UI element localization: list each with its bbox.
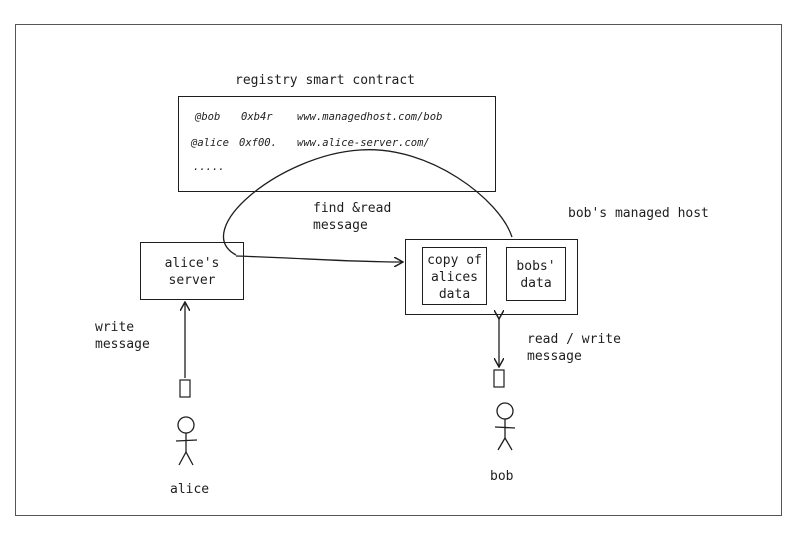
alice-action-line1: write — [95, 320, 135, 335]
bobs-data-label-line2: data — [520, 276, 552, 291]
registry-key: 0xb4r — [241, 111, 273, 123]
alice-action-line2: message — [95, 337, 150, 352]
alice-server-label-line2: server — [168, 273, 216, 288]
alice-server-box: alice's server — [140, 242, 244, 300]
copy-of-alices-data-box: copy of alices data — [422, 247, 487, 305]
registry-url: www.alice-server.com/ — [297, 137, 430, 149]
alice-server-label-line1: alice's — [164, 256, 220, 271]
registry-row: @bob — [195, 111, 220, 123]
bob-host-title: bob's managed host — [568, 206, 709, 221]
bobs-data-label-line1: bobs' — [516, 259, 556, 274]
registry-url: www.managedhost.com/bob — [297, 111, 443, 123]
registry-key: 0xf00. — [239, 137, 277, 149]
registry-handle: @alice — [191, 137, 229, 149]
alice-name: alice — [170, 482, 210, 497]
find-read-label-line1: find &read — [313, 201, 392, 216]
registry-title: registry smart contract — [235, 73, 416, 88]
bob-name: bob — [490, 469, 514, 484]
find-read-label-line2: message — [313, 218, 368, 233]
bob-action-line1: read / write — [527, 332, 621, 347]
copy-label-line1: copy of — [427, 253, 482, 268]
registry-box: @bob 0xb4r www.managedhost.com/bob @alic… — [178, 96, 496, 192]
bob-action-line2: message — [527, 349, 582, 364]
registry-handle: @bob — [195, 111, 221, 123]
copy-label-line2: alices — [431, 270, 478, 285]
bobs-data-box: bobs' data — [506, 247, 566, 301]
diagram-frame — [15, 24, 782, 516]
copy-label-line3: data — [438, 287, 471, 302]
registry-ellipsis: ..... — [193, 161, 225, 173]
bob-host-box: copy of alices data bobs' data — [405, 239, 578, 315]
